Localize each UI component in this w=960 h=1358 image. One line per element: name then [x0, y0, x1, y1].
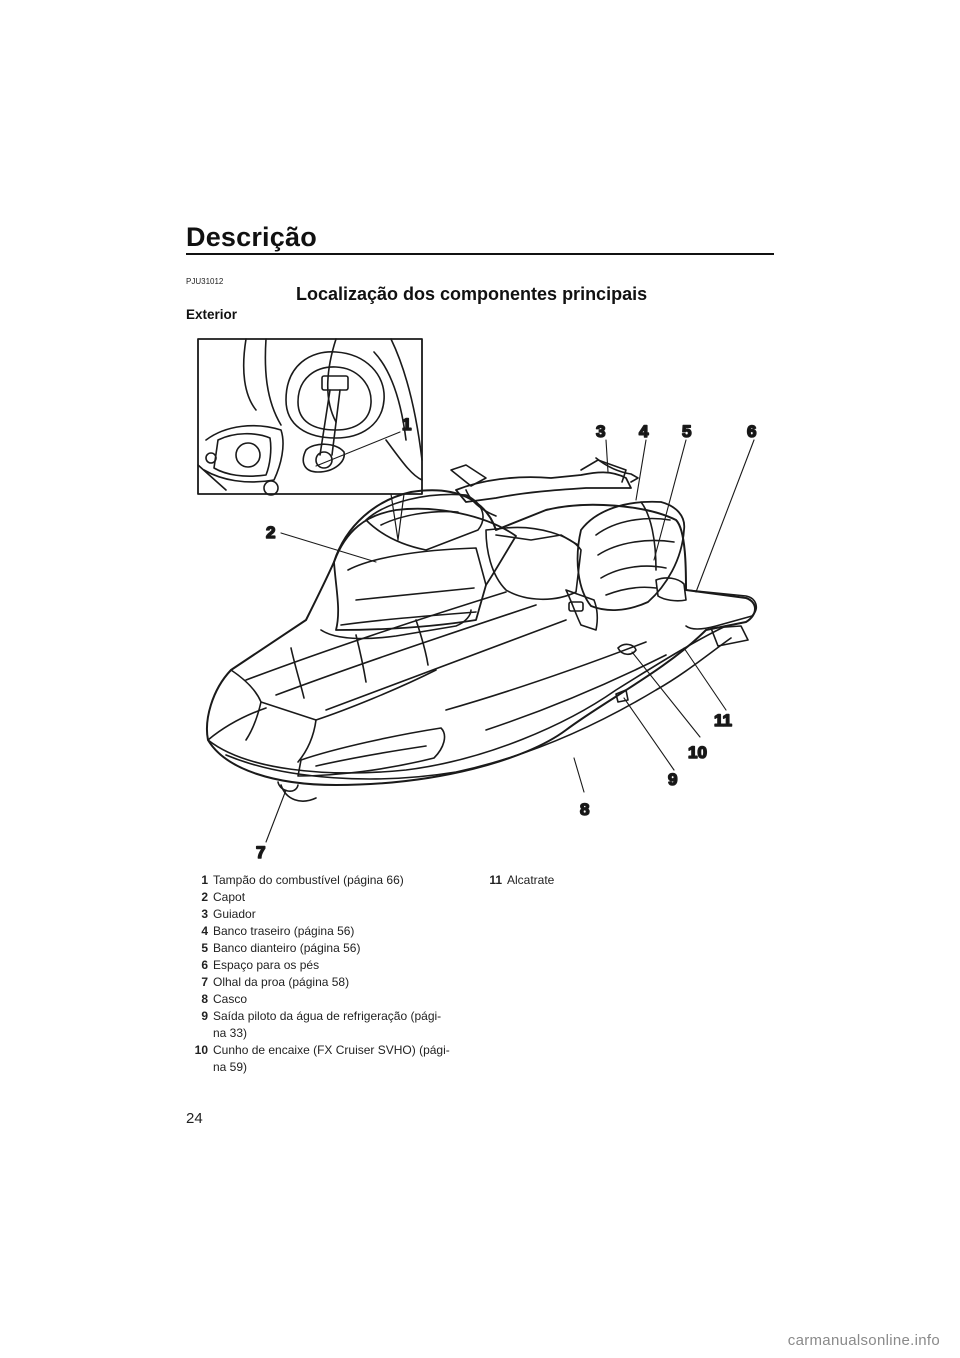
title-rule	[186, 253, 774, 255]
legend-number: 8	[186, 991, 208, 1008]
legend-item: 1 Tampão do combustível (página 66)	[186, 872, 470, 889]
callout-4: 4	[639, 422, 649, 441]
callout-5: 5	[682, 422, 691, 441]
legend-number: 2	[186, 889, 208, 906]
legend-item: 10 Cunho de encaixe (FX Cruiser SVHO) (pá…	[186, 1042, 470, 1076]
legend-number: 10	[186, 1042, 208, 1059]
legend-item: 9 Saída piloto da água de refrigeração (p…	[186, 1008, 470, 1042]
legend-text: Olhal da proa (página 58)	[213, 975, 349, 989]
legend-text: Espaço para os pés	[213, 958, 319, 972]
callout-3: 3	[596, 422, 605, 441]
legend-text: Capot	[213, 890, 245, 904]
legend-number: 11	[480, 872, 502, 889]
legend-number: 3	[186, 906, 208, 923]
legend-item: 5 Banco dianteiro (página 56)	[186, 940, 470, 957]
watermark: carmanualsonline.info	[788, 1332, 940, 1349]
legend-text: Banco dianteiro (página 56)	[213, 941, 360, 955]
legend-item: 3 Guiador	[186, 906, 470, 923]
watercraft-illustration: 1 2 3 4 5 6 7 8 9 10 11	[186, 330, 776, 870]
callout-1: 1	[402, 415, 411, 434]
legend-text: Casco	[213, 992, 247, 1006]
callout-10: 10	[688, 743, 707, 762]
legend-number: 1	[186, 872, 208, 889]
legend-text: Cunho de encaixe (FX Cruiser SVHO) (pági…	[213, 1043, 450, 1074]
legend-number: 7	[186, 974, 208, 991]
legend-number: 9	[186, 1008, 208, 1025]
callout-9: 9	[668, 770, 677, 789]
page-title: Descrição	[186, 222, 317, 253]
legend-number: 6	[186, 957, 208, 974]
legend-column-left: 1 Tampão do combustível (página 66) 2 Capo…	[186, 872, 470, 1076]
page-number: 24	[186, 1110, 203, 1127]
section-heading: Localização dos componentes principais	[296, 284, 647, 305]
sub-heading: Exterior	[186, 307, 237, 322]
callout-2: 2	[266, 523, 275, 542]
legend-item: 8 Casco	[186, 991, 470, 1008]
watercraft-body	[207, 458, 756, 801]
legend-item: 2 Capot	[186, 889, 470, 906]
legend-text: Saída piloto da água de refrigeração (pá…	[213, 1009, 441, 1040]
callout-6: 6	[747, 422, 756, 441]
legend-text: Banco traseiro (página 56)	[213, 924, 354, 938]
callout-8: 8	[580, 800, 589, 819]
callout-7: 7	[256, 843, 265, 862]
legend-item: 6 Espaço para os pés	[186, 957, 470, 974]
legend-text: Alcatrate	[507, 873, 554, 887]
legend-number: 4	[186, 923, 208, 940]
document-code: PJU31012	[186, 277, 223, 286]
legend-item: 7 Olhal da proa (página 58)	[186, 974, 470, 991]
fuel-cap-inset	[198, 339, 422, 495]
legend-text: Guiador	[213, 907, 256, 921]
legend-item: 4 Banco traseiro (página 56)	[186, 923, 470, 940]
legend-column-right: 11 Alcatrate	[480, 872, 764, 889]
legend-number: 5	[186, 940, 208, 957]
legend-item: 11 Alcatrate	[480, 872, 764, 889]
legend-text: Tampão do combustível (página 66)	[213, 873, 404, 887]
callout-11: 11	[714, 711, 732, 730]
